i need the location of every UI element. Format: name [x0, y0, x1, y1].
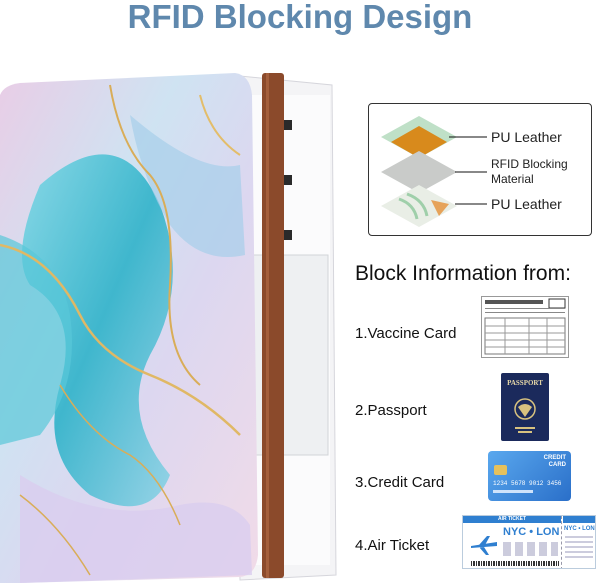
airplane-icon — [471, 536, 497, 555]
ticket-stub-route: NYC • LON — [564, 526, 595, 532]
ticket-stub-details — [565, 536, 593, 558]
block-heading: Block Information from: — [355, 262, 571, 285]
card-number: 1234 5678 9012 3456 — [493, 480, 562, 487]
ticket-header: AIR TICKET — [463, 516, 561, 523]
item-label-passport: 2.Passport — [355, 402, 427, 419]
item-label-air-ticket: 4.Air Ticket — [355, 537, 430, 554]
layer-label-middle: RFID Blocking Material — [491, 157, 568, 186]
layers-diagram: PU Leather RFID Blocking Material PU Lea… — [368, 103, 592, 236]
ticket-route: NYC • LON — [503, 526, 560, 538]
layer-label-bottom: PU Leather — [491, 196, 562, 212]
barcode-icon — [471, 561, 559, 566]
item-label-vaccine: 1.Vaccine Card — [355, 325, 457, 342]
passport-holder-photo — [0, 73, 337, 583]
air-ticket-icon: AIR TICKET NYC • LON NYC • LON — [462, 515, 596, 569]
ticket-details — [503, 542, 558, 556]
credit-card-label: CREDIT CARD — [543, 455, 566, 468]
page-title: RFID Blocking Design — [127, 0, 473, 35]
item-label-credit-card: 3.Credit Card — [355, 474, 445, 491]
vaccine-card-icon — [481, 296, 569, 358]
layer-label-top: PU Leather — [491, 129, 562, 145]
ticket-perforation — [561, 516, 562, 568]
passport-icon: PASSPORT — [501, 373, 549, 441]
ticket-stub-header — [563, 516, 595, 523]
layers-illustration — [381, 116, 487, 227]
passport-cover-text: PASSPORT — [507, 379, 543, 387]
credit-card-icon: CREDIT CARD 1234 5678 9012 3456 — [488, 451, 571, 501]
card-name-line — [493, 490, 533, 493]
chip-icon — [494, 465, 507, 475]
